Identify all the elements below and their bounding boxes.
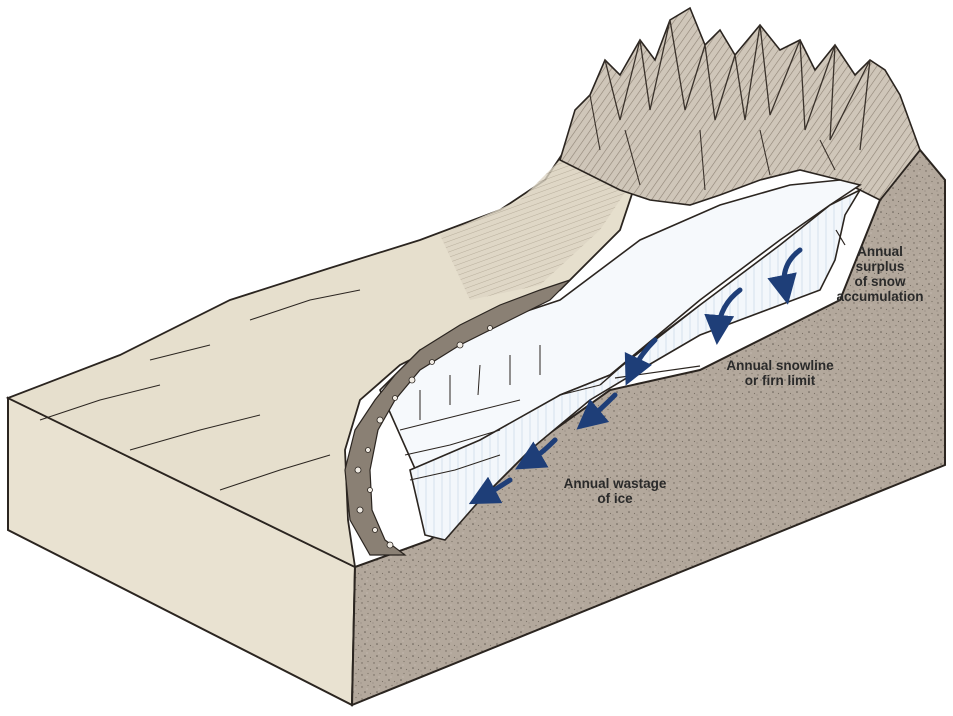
- label-line: Annual snowline: [726, 358, 834, 373]
- label-line: Annual wastage: [563, 476, 667, 491]
- plain-contours: [39, 289, 361, 491]
- label-line: surplus: [855, 259, 905, 274]
- flow-arrow: [704, 287, 743, 345]
- flow-arrow: [624, 337, 658, 386]
- ice-flow-arrows: [468, 247, 803, 505]
- terminal-moraine: [344, 279, 571, 556]
- label-line: of ice: [597, 491, 633, 506]
- label-annual-wastage: Annual wastage of ice: [545, 476, 685, 506]
- label-annual-snowline: Annual snowline or firn limit: [700, 358, 860, 388]
- label-annual-surplus: Annual surplus of snow accumulation: [815, 244, 945, 304]
- label-line: of snow: [854, 274, 906, 289]
- flow-arrow: [767, 247, 803, 305]
- firn-limit-line: [599, 304, 701, 386]
- flow-arrow: [515, 437, 558, 470]
- flow-arrow: [576, 392, 618, 430]
- flow-arrow: [468, 476, 513, 505]
- label-line: Annual: [857, 244, 903, 259]
- label-line: accumulation: [836, 289, 924, 304]
- label-line: or firn limit: [744, 373, 816, 388]
- moraine-rocks: [354, 325, 493, 549]
- mountain-range: [559, 6, 921, 206]
